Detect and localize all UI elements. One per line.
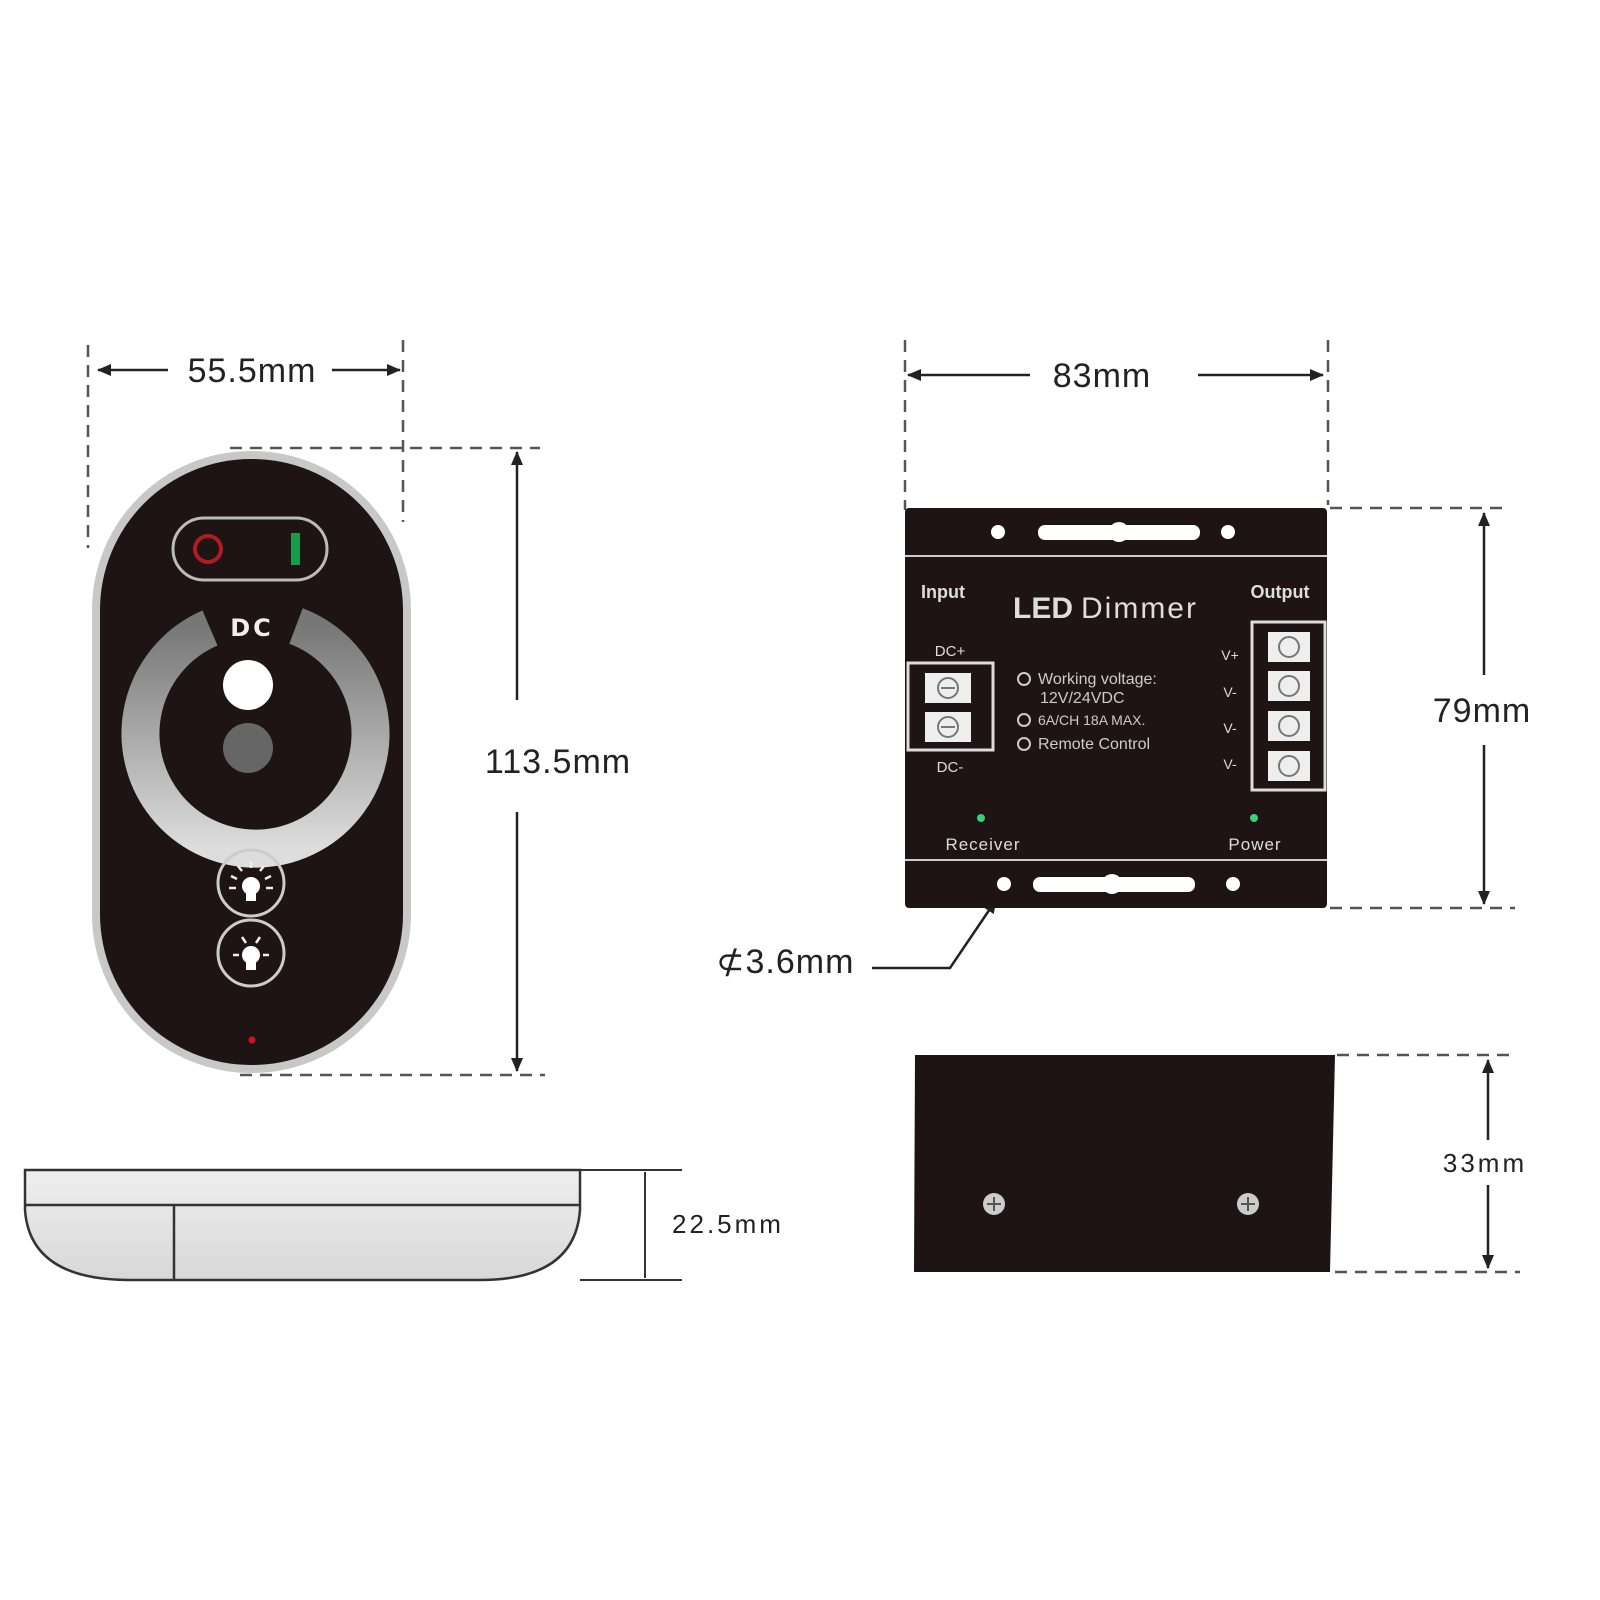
mounting-hole-label: ⊄3.6mm xyxy=(716,943,854,981)
power-toggle xyxy=(171,516,329,582)
input-terminal-block xyxy=(906,661,995,752)
mounting-hole xyxy=(997,877,1011,891)
spec-line: 6A/CH 18A MAX. xyxy=(1038,712,1145,728)
dimmer-height-label: 79mm xyxy=(1433,692,1531,730)
remote-height-label: 113.5mm xyxy=(485,743,631,781)
on-button xyxy=(223,660,273,710)
output-terminal-block: V+ V- V- V- xyxy=(1221,620,1327,792)
terminal-label: V+ xyxy=(1221,647,1239,663)
mounting-hole xyxy=(991,525,1005,539)
touch-ring xyxy=(121,608,390,868)
dc-plus-label: DC+ xyxy=(935,643,966,660)
dc-minus-label: DC- xyxy=(937,759,964,776)
remote-depth-label: 22.5mm xyxy=(672,1209,784,1239)
mounting-hole xyxy=(1221,525,1235,539)
remote-width-label: 55.5mm xyxy=(188,352,317,390)
output-label: Output xyxy=(1251,582,1310,602)
input-label: Input xyxy=(921,582,965,602)
bulb-bright-icon xyxy=(229,862,273,890)
remote-front-view: DC xyxy=(92,451,411,1073)
power-on-icon xyxy=(291,533,300,565)
indicator-led xyxy=(248,1036,256,1044)
terminal-label: V- xyxy=(1223,756,1237,772)
power-led xyxy=(1250,814,1258,822)
off-button xyxy=(223,723,273,773)
remote-dimension-lines: 55.5mm 113.5mm xyxy=(86,340,631,1077)
dimmer-side-view: 33mm xyxy=(914,1053,1527,1274)
dc-label: DC xyxy=(230,614,274,642)
receiver-led xyxy=(977,814,985,822)
remote-side-view: 22.5mm xyxy=(23,1168,784,1282)
bulb-dim-icon xyxy=(233,936,269,957)
spec-line: Working voltage: xyxy=(1038,671,1157,688)
power-off-icon xyxy=(193,534,223,564)
dimmer-dimension-lines: 83mm 79mm ⊄3.6mm xyxy=(716,340,1531,981)
brightness-up-button xyxy=(216,848,286,918)
power-label: Power xyxy=(1228,835,1281,854)
spec-line: 12V/24VDC xyxy=(1040,690,1125,707)
mounting-hole xyxy=(1226,877,1240,891)
dimmer-width-label: 83mm xyxy=(1053,357,1151,395)
brightness-down-button xyxy=(216,918,286,988)
dimmer-depth-label: 33mm xyxy=(1443,1148,1527,1178)
terminal-label: V- xyxy=(1223,684,1237,700)
spec-list: Working voltage: 12V/24VDC 6A/CH 18A MAX… xyxy=(1017,671,1157,753)
receiver-label: Receiver xyxy=(945,835,1020,854)
spec-line: Remote Control xyxy=(1038,736,1150,753)
terminal-label: V- xyxy=(1223,720,1237,736)
